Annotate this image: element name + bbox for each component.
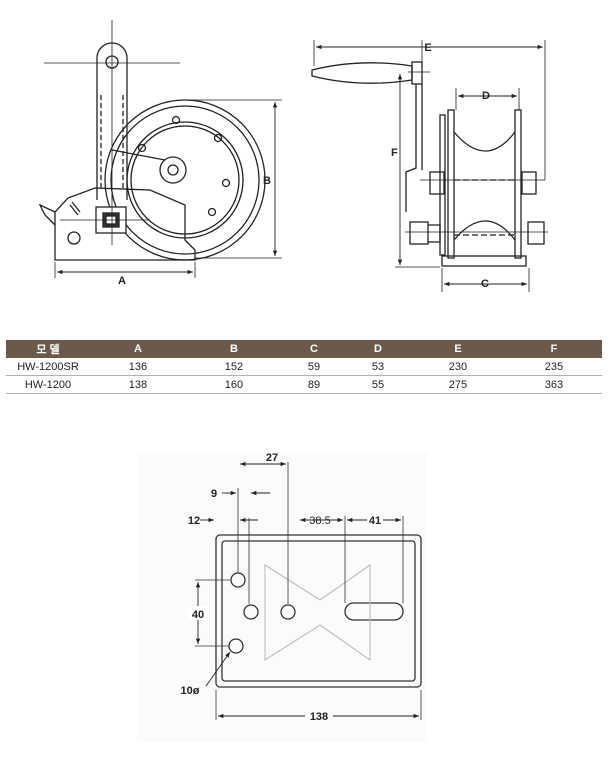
dim-41: 41 xyxy=(369,515,381,527)
dim-label-d: D xyxy=(482,90,490,102)
header-b: B xyxy=(185,340,282,358)
dim-40: 40 xyxy=(192,609,204,621)
dim-12: 12 xyxy=(188,515,200,527)
dim-38-5: 38.5 xyxy=(309,515,330,527)
cell-b: 152 xyxy=(185,358,282,376)
header-c: C xyxy=(281,340,346,358)
dim-138: 138 xyxy=(310,711,328,723)
base-plate-drawing xyxy=(195,462,422,720)
cell-c: 59 xyxy=(281,358,346,376)
dim-label-a: A xyxy=(118,275,126,287)
cell-f: 235 xyxy=(505,358,602,376)
cell-c: 89 xyxy=(281,375,346,394)
header-d: D xyxy=(345,340,410,358)
header-a: A xyxy=(90,340,186,358)
dim-10-dia: 10ø xyxy=(181,685,200,697)
cell-a: 136 xyxy=(90,358,186,376)
front-view-drawing xyxy=(311,40,548,292)
cell-model: HW-1200 xyxy=(6,375,90,394)
cell-f: 363 xyxy=(505,375,602,394)
dim-27: 27 xyxy=(266,452,278,464)
dim-label-e: E xyxy=(424,42,431,54)
cell-b: 160 xyxy=(185,375,282,394)
table-row: HW-1200 138 160 89 55 275 363 xyxy=(6,375,602,394)
dim-9: 9 xyxy=(211,488,217,500)
cell-e: 275 xyxy=(410,375,506,394)
cell-a: 138 xyxy=(90,375,186,394)
header-model: 모 델 xyxy=(6,340,90,358)
cell-d: 55 xyxy=(345,375,410,394)
cell-d: 53 xyxy=(345,358,410,376)
spec-table-header-row: 모 델 A B C D E F xyxy=(6,340,602,358)
spec-table: 모 델 A B C D E F HW-1200SR 136 152 59 53 … xyxy=(6,340,602,394)
header-e: E xyxy=(410,340,506,358)
header-f: F xyxy=(505,340,602,358)
dim-label-f: F xyxy=(391,147,398,159)
table-row: HW-1200SR 136 152 59 53 230 235 xyxy=(6,358,602,376)
cell-e: 230 xyxy=(410,358,506,376)
dim-label-b: B xyxy=(263,175,271,187)
cell-model: HW-1200SR xyxy=(6,358,90,376)
side-view-drawing xyxy=(38,20,282,261)
dim-label-c: C xyxy=(481,278,489,290)
